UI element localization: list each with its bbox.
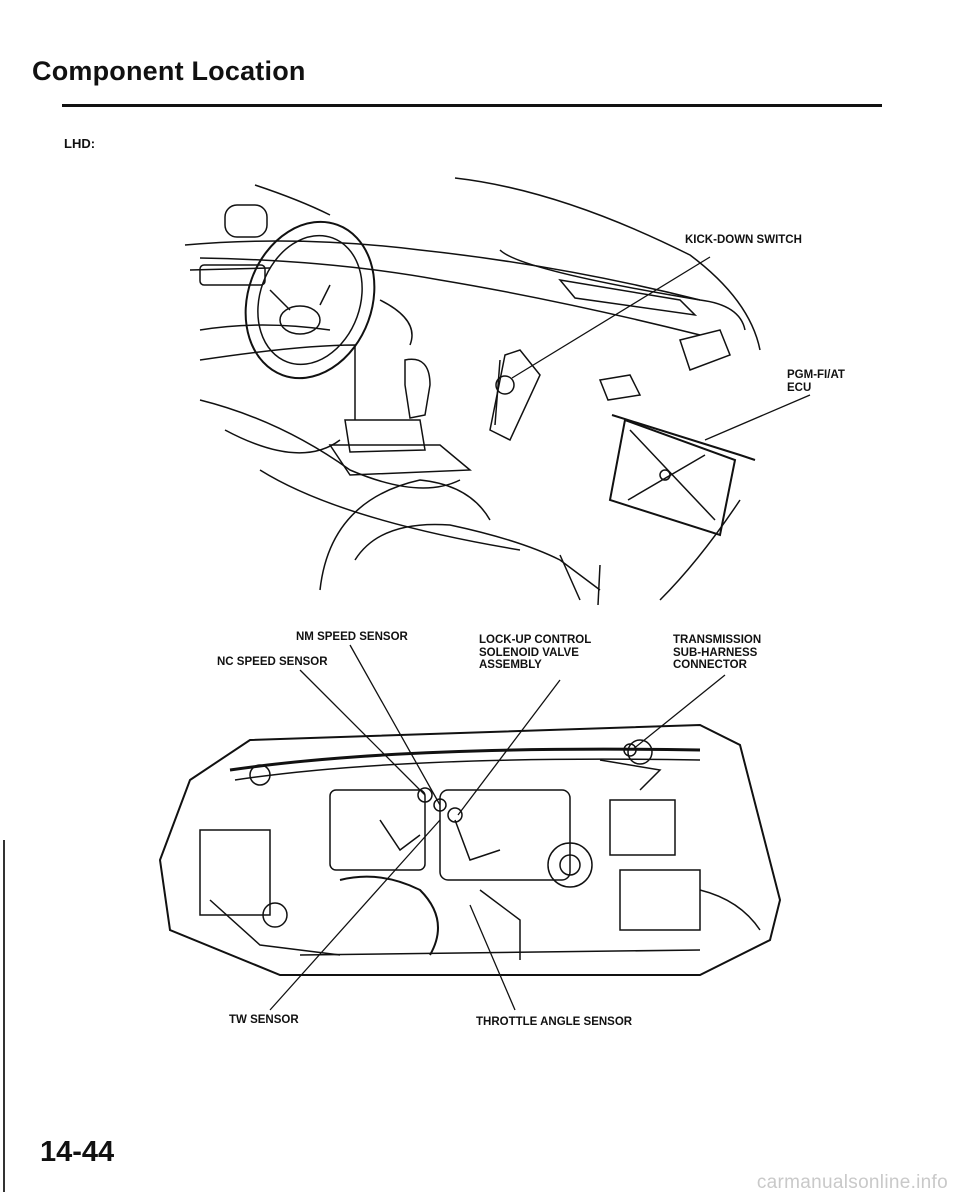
- page-edge-bar: [3, 840, 5, 1192]
- label-transmission-connector: TRANSMISSION SUB-HARNESS CONNECTOR: [673, 634, 762, 671]
- label-nc-speed-sensor: NC SPEED SENSOR: [217, 656, 328, 668]
- variant-label: LHD:: [64, 136, 96, 151]
- label-kick-down-switch: KICK-DOWN SWITCH: [685, 234, 802, 246]
- label-tw-sensor: TW SENSOR: [229, 1014, 299, 1026]
- label-throttle-angle-sensor: THROTTLE ANGLE SENSOR: [476, 1016, 633, 1028]
- label-pgm-ecu: PGM-FI/AT ECU: [787, 369, 845, 394]
- title-rule: [62, 104, 882, 107]
- page-number: 14-44: [40, 1136, 115, 1168]
- label-nm-speed-sensor: NM SPEED SENSOR: [296, 631, 408, 643]
- watermark: carmanualsonline.info: [756, 1172, 948, 1193]
- label-lockup-solenoid-valve: LOCK-UP CONTROL SOLENOID VALVE ASSEMBLY: [479, 634, 592, 671]
- page-title: Component Location: [32, 56, 306, 86]
